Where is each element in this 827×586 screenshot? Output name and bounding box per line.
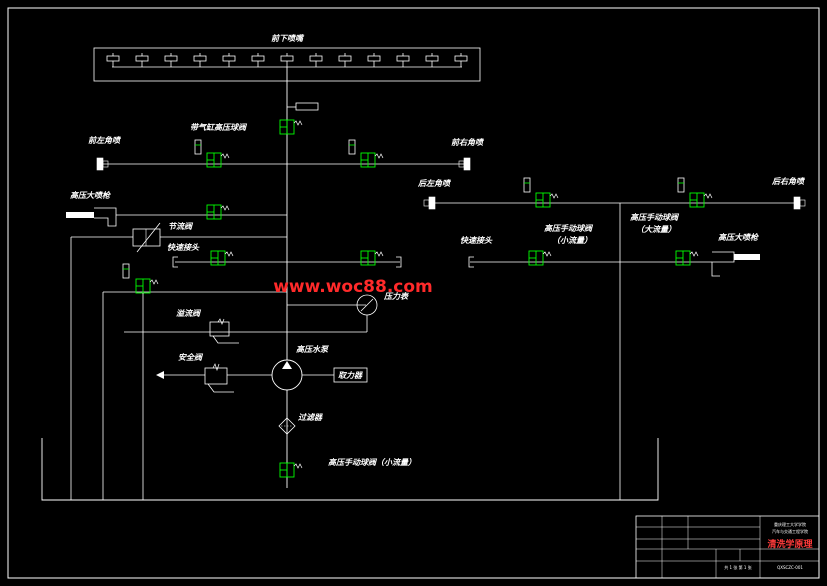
hp-manual-ball-valve-large <box>675 250 699 266</box>
hp-big-gun-left-label: 高压大喷枪 <box>70 191 111 200</box>
rear-drain-cylinder <box>122 263 130 279</box>
front-right-angle-label: 前右角喷 <box>451 138 485 147</box>
hp-manual-ball-valve-large-label-2: （大流量） <box>636 224 676 234</box>
right-big-gun <box>711 251 760 277</box>
quick-coupler-end-right <box>396 256 402 268</box>
front-right-cylinder <box>348 139 356 155</box>
throttle-valve-label: 节流阀 <box>168 222 194 231</box>
hp-manual-ball-valve-small-right <box>528 250 552 266</box>
nozzle-10 <box>367 52 381 68</box>
top-trunk-cylinder <box>287 102 319 111</box>
water-tank <box>41 438 659 501</box>
nozzle-5 <box>222 52 236 68</box>
power-take-off-label: 取力器 <box>338 371 363 380</box>
nozzle-11 <box>396 52 410 68</box>
front-left-valve <box>206 152 230 168</box>
hp-ball-valve-pneumatic-label: 带气缸高压球阀 <box>190 122 248 132</box>
quick-coupler-left-label: 快速接头 <box>167 243 200 252</box>
nozzle-13 <box>454 52 468 68</box>
pressure-gauge-label: 压力表 <box>383 292 409 301</box>
hp-manual-ball-valve-large-label-1: 高压手动球阀 <box>630 213 680 222</box>
nozzle-12 <box>425 52 439 68</box>
rear-drain-valve <box>135 278 159 294</box>
rear-left-cylinder <box>523 177 531 193</box>
nozzle-6 <box>251 52 265 68</box>
hp-manual-ball-valve-small-right-label-1: 高压手动球阀 <box>544 224 594 233</box>
safety-valve-symbol <box>204 363 234 393</box>
hp-big-gun-right-label: 高压大喷枪 <box>718 233 759 242</box>
throttle-valve-symbol <box>132 222 161 253</box>
front-right-valve <box>360 152 384 168</box>
title-block-school-line2: 汽车与交通工程学院 <box>772 528 808 534</box>
rear-right-valve <box>689 192 713 208</box>
front-left-cylinder <box>194 139 202 155</box>
title-block-school-line1: 重庆理工大学学院 <box>774 521 806 527</box>
filter-label: 过滤器 <box>298 413 323 422</box>
rear-right-angle-nozzle <box>793 196 806 210</box>
front-left-angle-label: 前左角喷 <box>88 136 122 145</box>
quick-coupler-valve-left <box>210 250 234 266</box>
hp-manual-ball-valve-small-right-label-2: （小流量） <box>552 235 592 245</box>
nozzle-2 <box>135 52 149 68</box>
rear-right-angle-label: 后右角喷 <box>771 177 806 186</box>
quick-coupler-valve-right <box>360 250 384 266</box>
hp-water-pump-symbol <box>271 359 303 391</box>
title-block <box>635 515 820 579</box>
watermark-text: www.woc88.com <box>273 277 433 297</box>
left-big-gun <box>66 207 117 227</box>
title-block-drawing-number: QXSCZC-001 <box>777 565 803 570</box>
top-trunk-valve <box>279 119 303 135</box>
rear-left-angle-nozzle <box>423 196 436 210</box>
power-take-off-box <box>333 367 368 383</box>
front-lower-nozzles-label: 前下喷嘴 <box>271 34 305 43</box>
nozzle-9 <box>338 52 352 68</box>
nozzle-1 <box>106 52 120 68</box>
nozzle-3 <box>164 52 178 68</box>
hp-manual-ball-valve-small-bottom <box>279 462 303 478</box>
filter-symbol <box>278 417 296 435</box>
safety-exhaust-arrow <box>156 371 164 379</box>
rear-left-angle-label: 后左角喷 <box>417 179 452 188</box>
rear-right-cylinder <box>677 177 685 193</box>
overflow-valve-label: 溢流阀 <box>176 309 202 318</box>
hp-manual-ball-valve-small-bottom-label: 高压手动球阀（小流量） <box>328 457 416 467</box>
hp-water-pump-label: 高压水泵 <box>296 345 330 354</box>
overflow-valve-symbol <box>209 318 239 344</box>
nozzle-4 <box>193 52 207 68</box>
quick-coupler-right-label: 快速接头 <box>460 236 493 245</box>
safety-valve-label: 安全阀 <box>178 352 204 362</box>
left-gun-valve <box>206 204 230 220</box>
title-block-stamp: 清洗学原理 <box>767 538 812 550</box>
nozzle-7 <box>280 52 294 68</box>
drawing-frame <box>7 7 820 579</box>
title-block-sheet-info: 共 1 张 第 1 张 <box>724 564 751 570</box>
nozzle-8 <box>309 52 323 68</box>
rear-left-valve <box>535 192 559 208</box>
